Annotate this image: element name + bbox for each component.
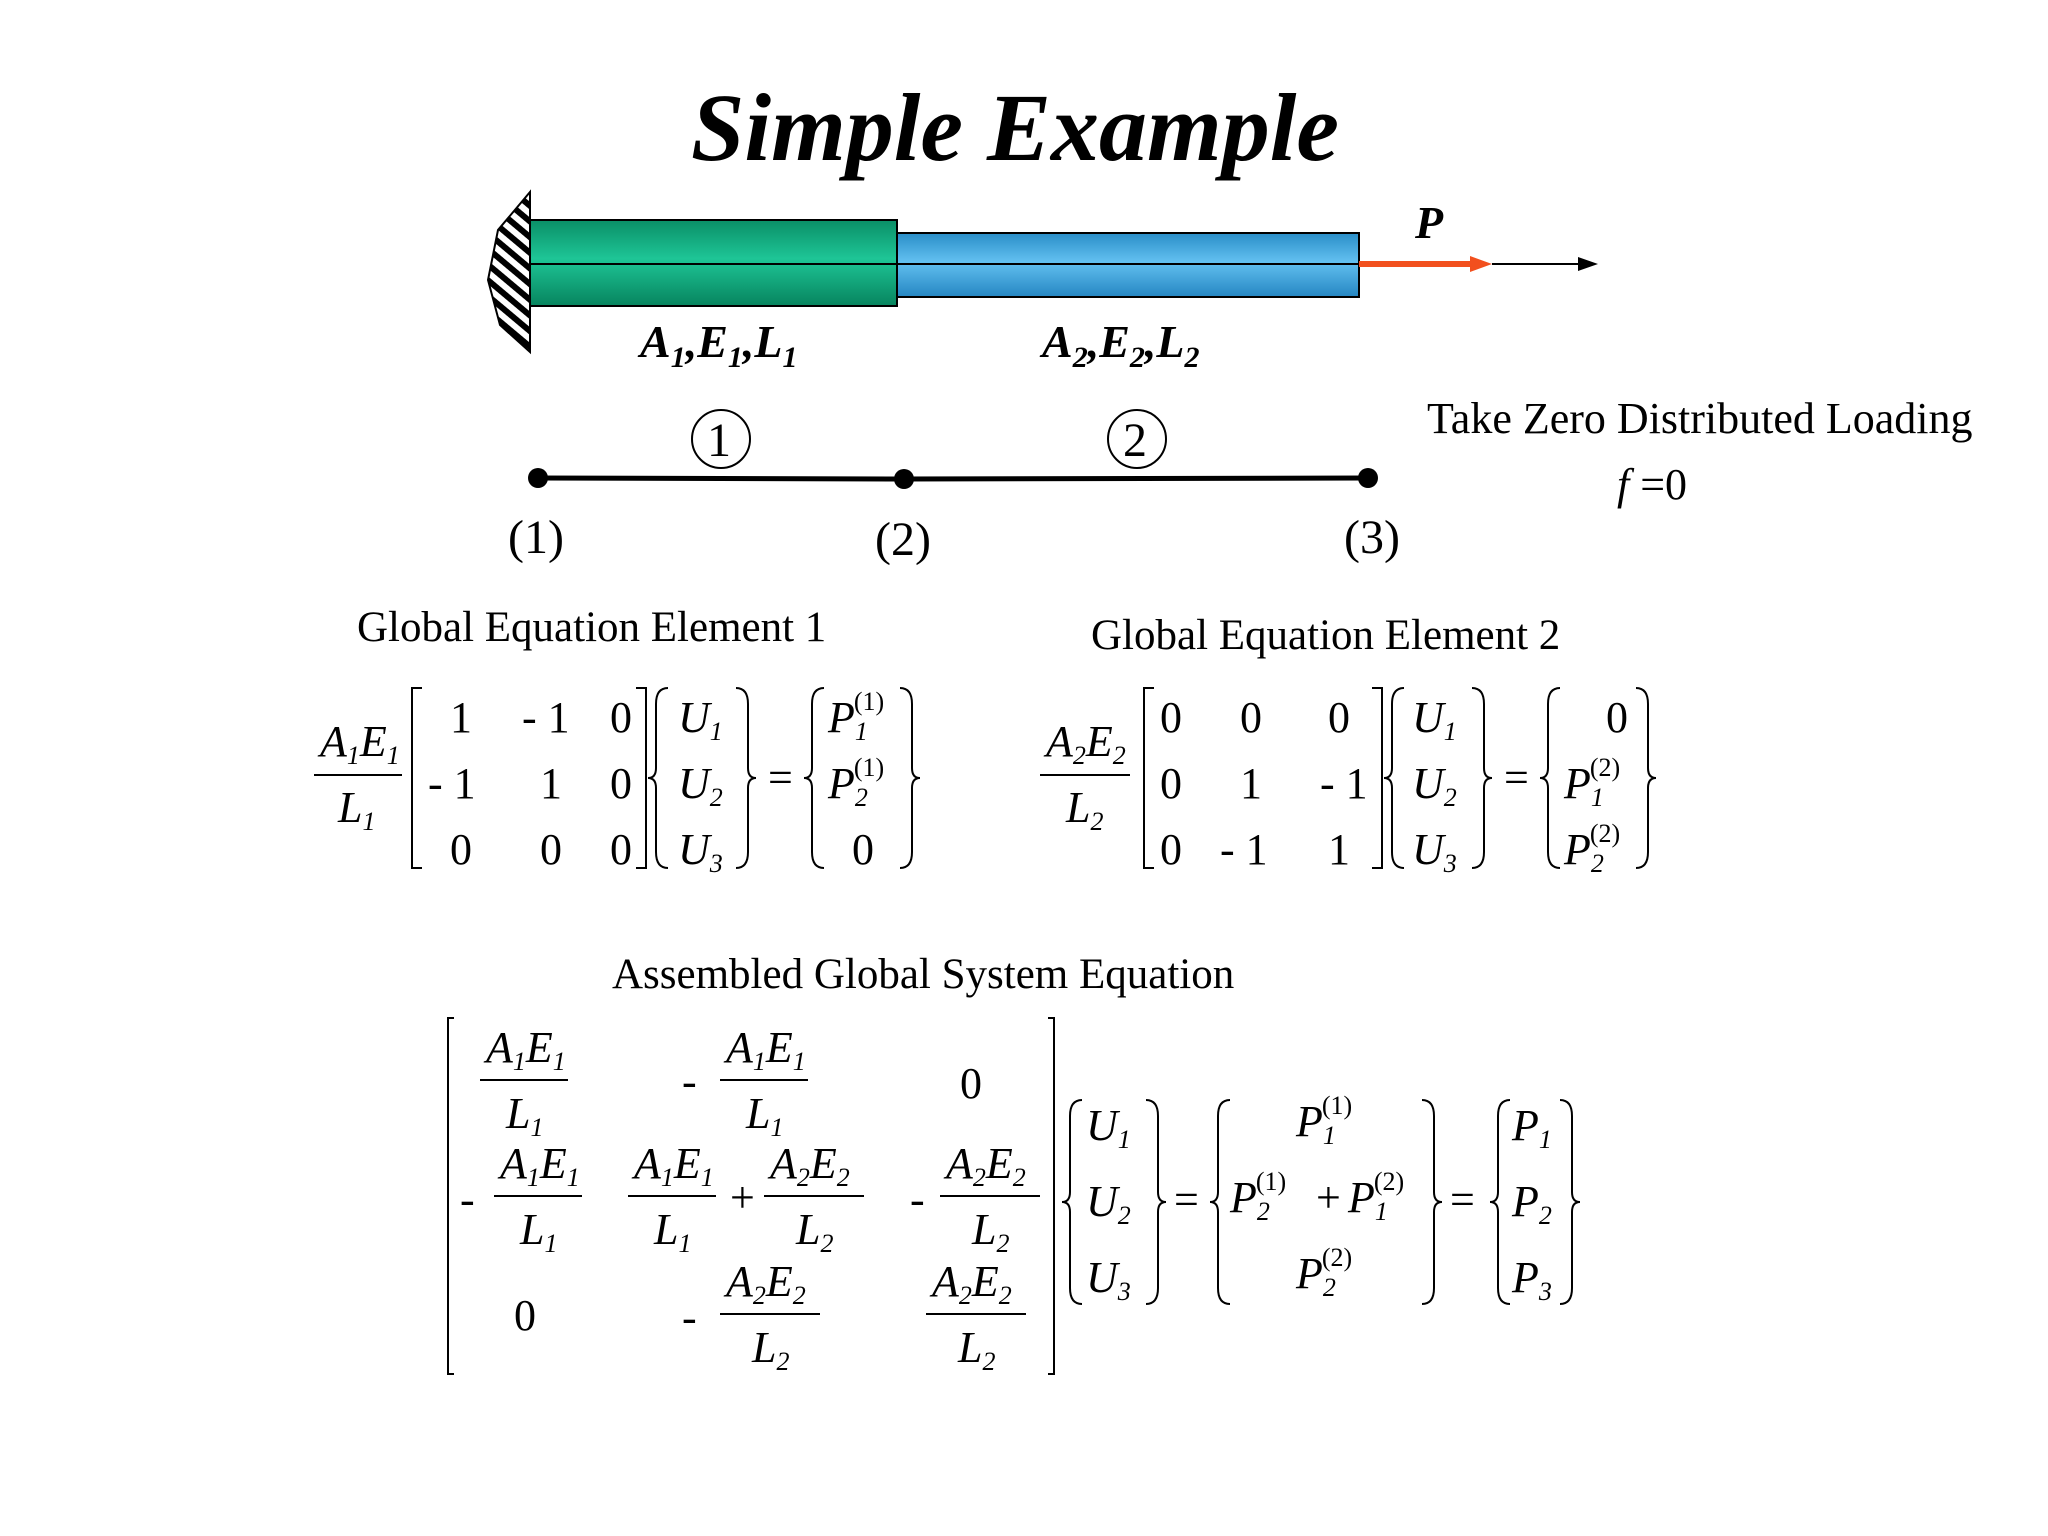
svg-text:P2(1): P2(1) (1229, 1167, 1286, 1226)
svg-text:- 1: - 1 (1320, 759, 1368, 808)
svg-text:L1: L1 (653, 1205, 691, 1258)
element-2-heading: Global Equation Element 2 (1091, 612, 1561, 659)
svg-text:A2E2: A2E2 (1043, 717, 1126, 770)
node-label-2: (2) (875, 513, 931, 566)
svg-text:A1E1: A1E1 (317, 717, 400, 770)
svg-text:U2: U2 (1086, 1177, 1131, 1230)
svg-text:0: 0 (540, 825, 562, 874)
svg-text:U2: U2 (1412, 759, 1457, 812)
svg-text:P1(2): P1(2) (1347, 1167, 1404, 1226)
page-title: Simple Example (691, 74, 1339, 181)
svg-text:-: - (460, 1175, 475, 1224)
svg-text:-: - (682, 1057, 697, 1106)
assembled-equation: A1E1 L1 - A1E1 L1 0 - A1E1 L1 A1E1 L1 + … (447, 1017, 1581, 1376)
svg-text:P1(1): P1(1) (1295, 1091, 1352, 1150)
svg-text:=: = (768, 753, 793, 802)
svg-text:U1: U1 (1086, 1101, 1131, 1154)
svg-text:0: 0 (1240, 693, 1262, 742)
svg-text:U1: U1 (678, 693, 723, 746)
svg-text:0: 0 (1160, 759, 1182, 808)
svg-text:L1: L1 (745, 1089, 783, 1142)
svg-text:0: 0 (1160, 693, 1182, 742)
svg-text:A1E1: A1E1 (483, 1023, 566, 1076)
element-line-2 (903, 475, 1369, 482)
element-line-1 (537, 475, 905, 482)
svg-text:- 1: - 1 (428, 759, 476, 808)
svg-text:0: 0 (1328, 693, 1350, 742)
svg-text:A2E2: A2E2 (767, 1139, 850, 1192)
bar-diagram (486, 189, 1598, 489)
element-2-properties: A2,E2,L2 (1042, 316, 1200, 375)
svg-text:A1E1: A1E1 (723, 1023, 806, 1076)
svg-text:A1E1: A1E1 (631, 1139, 714, 1192)
svg-text:0: 0 (960, 1059, 982, 1108)
svg-text:P2(1): P2(1) (827, 753, 884, 812)
svg-text:+: + (730, 1173, 755, 1222)
svg-text:=: = (1504, 753, 1529, 802)
svg-text:=: = (1174, 1175, 1199, 1224)
svg-text:- 1: - 1 (522, 693, 570, 742)
node-label-3: (3) (1344, 511, 1400, 564)
svg-text:A1E1: A1E1 (497, 1139, 580, 1192)
svg-text:U3: U3 (1412, 825, 1457, 878)
svg-text:1: 1 (450, 693, 472, 742)
element-label-1: 1 (707, 414, 731, 467)
svg-text:L2: L2 (957, 1323, 995, 1376)
force-label: P (1415, 197, 1444, 248)
svg-text:0: 0 (514, 1291, 536, 1340)
loading-note: Take Zero Distributed Loading (1427, 394, 1973, 443)
element-2-equation: A2E2 L2 0 0 0 0 1 - 1 0 - 1 1 U1 U2 U3 =… (1040, 687, 1657, 878)
svg-text:+: + (1316, 1173, 1341, 1222)
svg-text:P1: P1 (1511, 1101, 1552, 1154)
svg-text:P1(2): P1(2) (1563, 753, 1620, 812)
svg-text:L2: L2 (795, 1205, 833, 1258)
svg-text:L1: L1 (505, 1089, 543, 1142)
svg-text:A2E2: A2E2 (943, 1139, 1026, 1192)
node-label-1: (1) (508, 511, 564, 564)
svg-text:U3: U3 (1086, 1253, 1131, 1306)
svg-text:1: 1 (1328, 825, 1350, 874)
fixed-support (486, 189, 531, 355)
svg-text:- 1: - 1 (1220, 825, 1268, 874)
svg-text:L2: L2 (971, 1205, 1009, 1258)
svg-text:0: 0 (610, 759, 632, 808)
element-marker-2 (1107, 409, 1167, 469)
element-marker-1 (691, 409, 751, 469)
svg-text:0: 0 (1606, 693, 1628, 742)
svg-text:U2: U2 (678, 759, 723, 812)
loading-equation: f =0 (1617, 460, 1688, 509)
svg-text:L2: L2 (751, 1323, 789, 1376)
svg-text:P3: P3 (1511, 1253, 1552, 1306)
svg-text:P2: P2 (1511, 1177, 1552, 1230)
svg-text:A2E2: A2E2 (723, 1257, 806, 1310)
svg-text:A2E2: A2E2 (929, 1257, 1012, 1310)
element-1-heading: Global Equation Element 1 (357, 604, 827, 651)
element-label-2: 2 (1123, 414, 1147, 467)
svg-text:-: - (682, 1293, 697, 1342)
svg-text:0: 0 (450, 825, 472, 874)
svg-text:U1: U1 (1412, 693, 1457, 746)
svg-text:=: = (1450, 1175, 1475, 1224)
svg-text:0: 0 (1160, 825, 1182, 874)
element-1-equation: A1E1 L1 1 - 1 0 - 1 1 0 0 0 0 U1 U2 U3 =… (314, 687, 921, 878)
svg-text:U3: U3 (678, 825, 723, 878)
node-1 (528, 468, 548, 488)
svg-text:-: - (910, 1175, 925, 1224)
element-1-properties: A1,E1,L1 (640, 316, 798, 375)
svg-text:L1: L1 (519, 1205, 557, 1258)
svg-text:L1: L1 (337, 783, 375, 836)
svg-text:L2: L2 (1065, 783, 1103, 836)
node-2 (894, 469, 914, 489)
svg-text:P1(1): P1(1) (827, 687, 884, 746)
svg-text:0: 0 (852, 825, 874, 874)
svg-text:1: 1 (540, 759, 562, 808)
svg-text:0: 0 (610, 693, 632, 742)
svg-text:0: 0 (610, 825, 632, 874)
svg-text:1: 1 (1240, 759, 1262, 808)
svg-text:P2(2): P2(2) (1563, 819, 1620, 878)
assembled-heading: Assembled Global System Equation (612, 951, 1235, 998)
svg-text:P2(2): P2(2) (1295, 1243, 1352, 1302)
node-3 (1358, 468, 1378, 488)
